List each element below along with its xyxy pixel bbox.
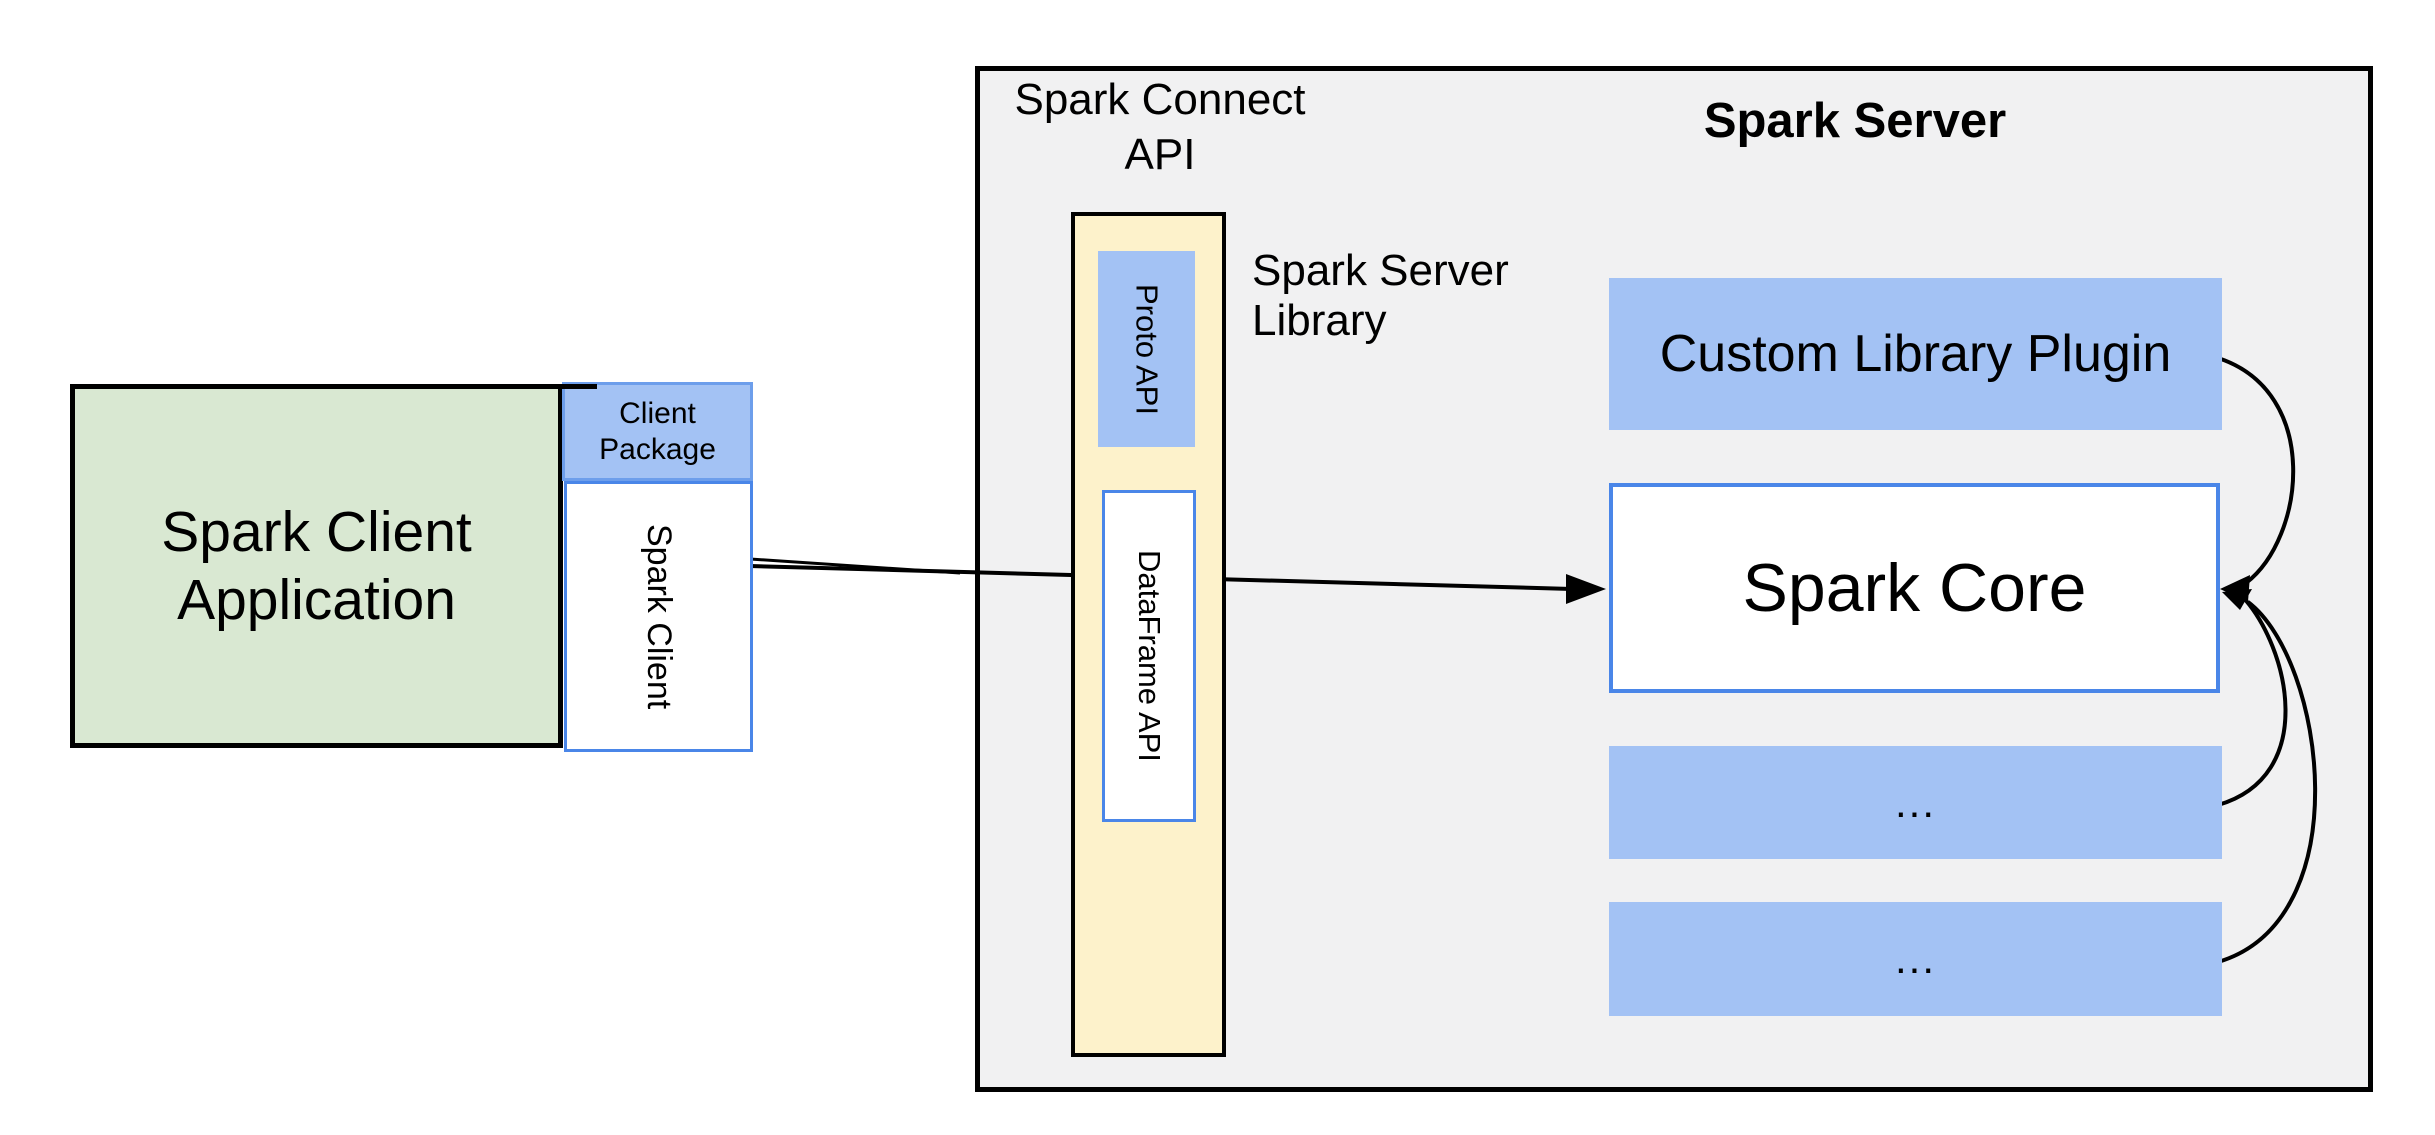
spark-connect-api-header-line2: API: [1124, 130, 1196, 179]
spark-connect-api-header-line1: Spark Connect: [1014, 75, 1306, 124]
client-app-top-border-stub: [552, 384, 597, 389]
spark-server-header: Spark Server: [1703, 94, 2007, 148]
spark-server-library-label: Spark Server Library: [1252, 246, 1612, 346]
spark-server-library-line1: Spark Server: [1252, 246, 1509, 295]
custom-library-plugin-label: Custom Library Plugin: [1659, 325, 2172, 383]
spark-client-box: Spark Client: [564, 481, 753, 752]
spark-core-box: Spark Core: [1609, 483, 2220, 693]
core-right-arrowhead-echo-icon: [2222, 589, 2252, 610]
dataframe-api-label: DataFrame API: [1132, 550, 1167, 762]
core-left-arrowhead-icon: [1566, 574, 1606, 604]
spark-core-label: Spark Core: [1742, 550, 2087, 626]
plugin-placeholder-box-1: ...: [1609, 746, 2222, 859]
dataframe-api-box: DataFrame API: [1102, 490, 1196, 822]
placeholder2-to-core-curve: [2217, 600, 2318, 964]
custom-library-plugin-box: Custom Library Plugin: [1609, 278, 2222, 430]
spark-client-application-line1: Spark Client: [161, 500, 472, 564]
spark-client-application-box: Spark Client Application: [70, 384, 563, 748]
spark-connect-api-header: Spark Connect API: [960, 72, 1360, 182]
plugin-placeholder-2-label: ...: [1894, 935, 1936, 982]
plugin-placeholder-box-2: ...: [1609, 902, 2222, 1016]
plugin-to-core-curve: [2217, 356, 2296, 585]
client-to-core-arrow-line-echo: [749, 557, 961, 575]
proto-api-box: Proto API: [1098, 251, 1195, 447]
spark-client-label: Spark Client: [640, 523, 678, 710]
spark-server-library-line2: Library: [1252, 296, 1387, 345]
placeholder1-to-core-curve: [2217, 594, 2288, 807]
client-package-line1: Client: [619, 396, 696, 430]
spark-client-application-line2: Application: [177, 568, 456, 632]
proto-api-label: Proto API: [1129, 283, 1165, 415]
client-package-line2: Package: [599, 432, 716, 466]
client-package-box: Client Package: [562, 382, 753, 481]
plugin-placeholder-1-label: ...: [1894, 778, 1936, 826]
